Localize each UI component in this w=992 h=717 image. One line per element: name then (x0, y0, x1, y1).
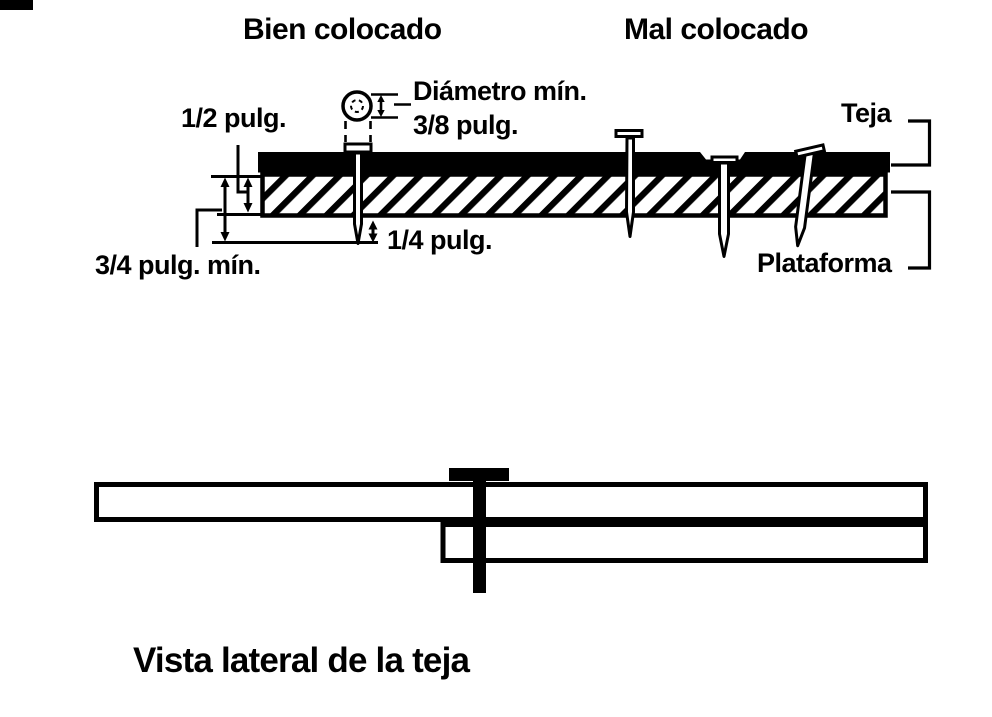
overdriven-nail (710, 155, 739, 258)
underdriven-nail-shaft (625, 136, 635, 238)
side-view-caption: Vista lateral de la teja (133, 641, 470, 680)
dimension-diameter-label-line2: 3/8 pulg. (413, 110, 519, 140)
corner-mark (0, 0, 33, 10)
arrow-head-diameter (371, 93, 411, 119)
deck-label: Plataforma (757, 248, 892, 278)
good-placement-title: Bien colocado (243, 13, 442, 46)
sideview-nail-shaft (473, 470, 486, 593)
leader-three-quarter-inch (195, 208, 222, 247)
arrow-quarter-inch (368, 220, 378, 243)
side-view-diagram (94, 468, 928, 593)
nail-head-circle (341, 90, 373, 122)
good-nail-head (343, 142, 373, 154)
bad-placement-title: Mal colocado (624, 13, 809, 46)
shingle-label-bracket (891, 119, 932, 167)
overdriven-nail-head (710, 155, 739, 164)
shingle-layer (258, 152, 890, 173)
overdriven-nail-shaft (718, 161, 730, 258)
deck-border (260, 172, 888, 218)
dimension-three-quarter-label: 3/4 pulg. mín. (95, 250, 261, 280)
sideview-lower-shingle (440, 522, 928, 563)
dimension-half-inch-label: 1/2 pulg. (181, 103, 287, 133)
crooked-nail (793, 143, 827, 248)
crooked-nail-head (793, 143, 827, 159)
sideview-upper-shingle (94, 482, 928, 522)
deck-hatch (262, 174, 886, 216)
dimension-quarter-inch-label: 1/4 pulg. (387, 225, 493, 255)
underdriven-nail-head (614, 129, 644, 138)
nail-shank-dashed-circle (350, 99, 364, 113)
good-nail (343, 142, 373, 245)
deck-label-bracket (891, 190, 932, 270)
good-nail-shaft (353, 151, 363, 245)
nail-head-top-view (341, 90, 373, 122)
dimension-diameter-label-line1: Diámetro mín. (413, 76, 587, 106)
shingle-label: Teja (841, 98, 892, 128)
deck-layer (260, 172, 888, 218)
arrow-three-quarter-inch (220, 177, 230, 242)
underdriven-nail (614, 129, 644, 238)
arrow-half-inch (243, 177, 253, 213)
leader-half-inch (236, 145, 247, 194)
sideview-nail-head (449, 468, 509, 481)
